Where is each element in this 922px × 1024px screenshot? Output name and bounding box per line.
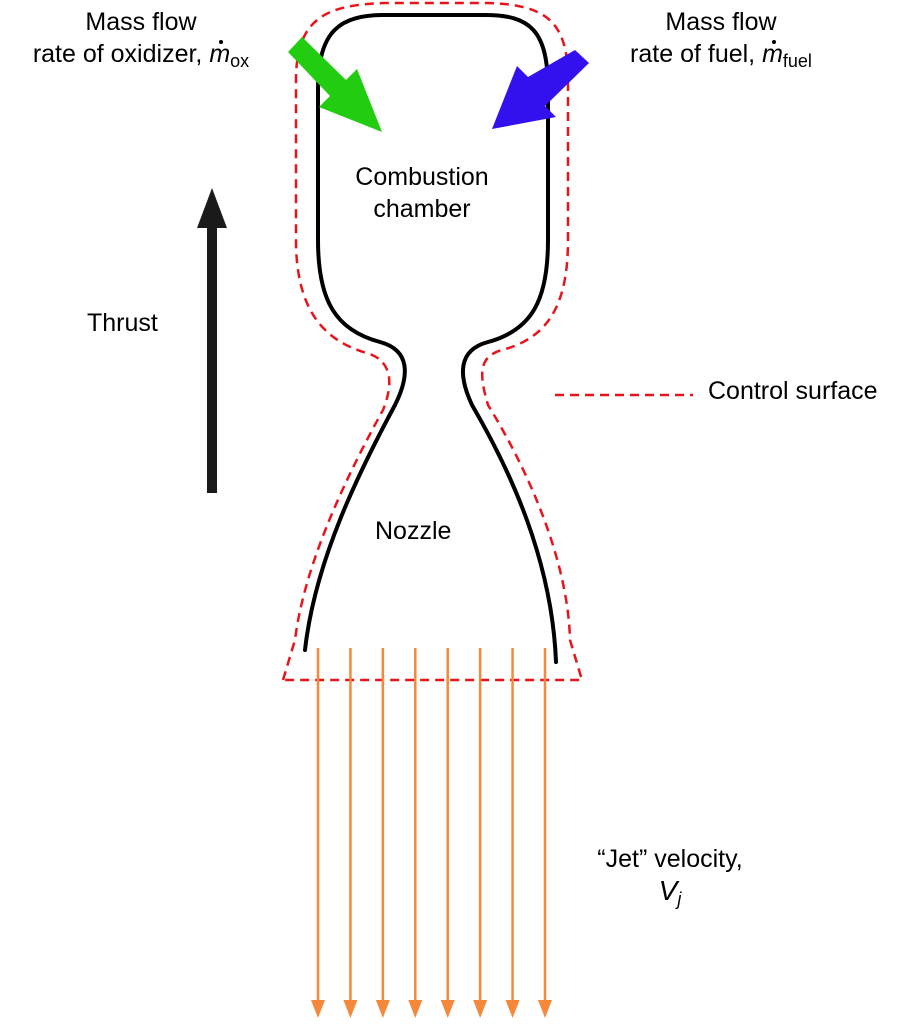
oxidizer-subscript: ox [230,51,250,71]
oxidizer-symbol: m [209,40,231,68]
arrow-down-icon [440,648,455,1018]
arrow-up-icon [197,188,227,493]
jet-velocity-label: “Jet” velocity, Vj [560,843,780,910]
combustion-chamber-label: Combustion chamber [322,161,522,225]
jet-label-line1: “Jet” velocity, [597,845,743,873]
arrow-down-icon [375,648,390,1018]
arrow-down-icon [343,648,358,1018]
combustion-label-line2: chamber [373,195,471,223]
oxidizer-label-line1: Mass flow [85,8,197,36]
jet-subscript: j [677,889,682,909]
arrow-down-icon [538,648,552,1018]
fuel-label: Mass flow rate of fuel, mfuel [596,6,846,72]
control-surface-outline [281,1,584,682]
arrow-down-right-icon [288,37,382,132]
oxidizer-label: Mass flow rate of oxidizer, mox [0,6,282,72]
rocket-wall [303,13,558,664]
arrow-down-icon [505,648,520,1018]
fuel-symbol: m [762,40,783,68]
combustion-label-line1: Combustion [355,163,489,191]
oxidizer-label-line2: rate of oxidizer, mox [32,40,250,71]
jet-label-line2: Vj [560,875,780,910]
fuel-subscript: fuel [782,51,812,71]
fuel-label-line1: Mass flow [665,8,777,36]
arrow-down-icon [408,648,423,1018]
jet-symbol: V [658,875,678,906]
arrow-down-icon [473,648,488,1018]
arrow-down-left-icon [492,50,589,129]
jet-arrows [311,648,552,1018]
thrust-label: Thrust [87,309,158,337]
arrow-down-icon [311,648,325,1018]
control-surface-label: Control surface [708,377,878,405]
nozzle-label: Nozzle [375,517,452,545]
fuel-label-line2: rate of fuel, mfuel [630,40,812,71]
